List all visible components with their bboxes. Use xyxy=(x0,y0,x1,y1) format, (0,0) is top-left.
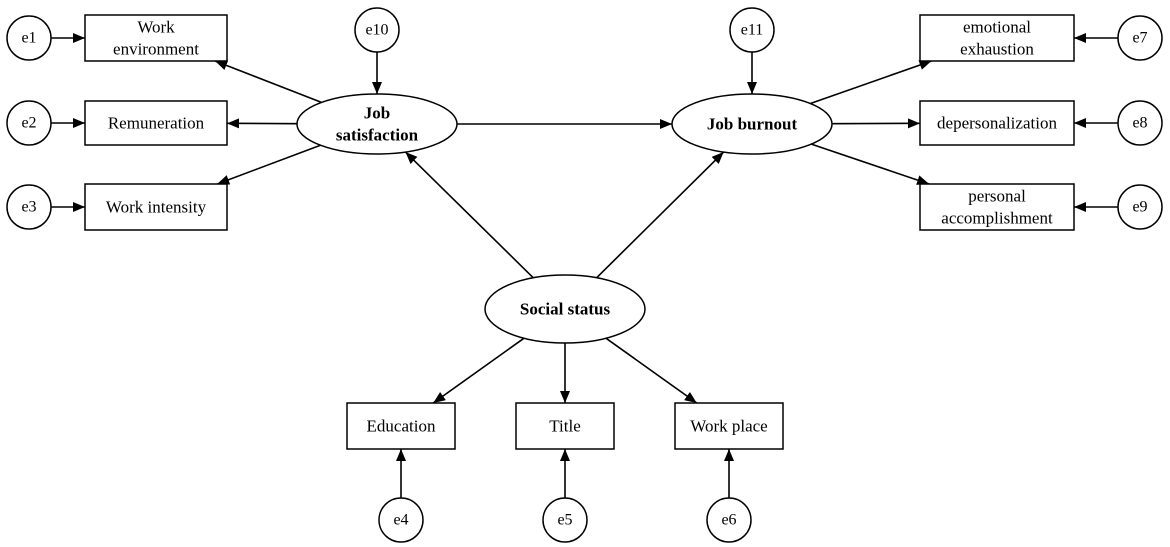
path-arrow-social-status-to-job-satisfaction xyxy=(404,151,534,279)
education-label: Education xyxy=(367,417,436,436)
e4-label: e4 xyxy=(393,512,408,529)
paths-layer xyxy=(51,33,1118,498)
work-environment-label-line-2: environment xyxy=(113,40,199,59)
error-term-e1: e1 xyxy=(6,15,52,61)
title-shape xyxy=(515,402,615,450)
path-arrow-job-burnout-to-personal-accomplishment xyxy=(811,143,930,185)
e5-label: e5 xyxy=(557,512,572,529)
e10-shape xyxy=(354,7,400,53)
job-burnout-label: Job burnout xyxy=(707,115,798,134)
e6-label: e6 xyxy=(721,512,736,529)
latent-variable-job-burnout: Job burnout xyxy=(671,93,833,155)
observed-variable-title: Title xyxy=(515,402,615,450)
social-status-shape xyxy=(484,274,646,344)
observed-variable-work-environment: Work environment xyxy=(84,14,228,62)
path-arrow-job-burnout-to-emotional-exhaustion xyxy=(810,60,932,105)
observed-variable-remuneration: Remuneration xyxy=(84,100,228,146)
e9-shape xyxy=(1117,184,1163,230)
error-term-e3: e3 xyxy=(6,184,52,230)
latent-variable-job-satisfaction: Job satisfaction xyxy=(296,93,458,155)
e11-shape xyxy=(729,7,775,53)
e7-label: e7 xyxy=(1132,30,1147,47)
e8-label: e8 xyxy=(1132,115,1147,132)
personal-accomplishment-label-line-1: personal xyxy=(968,187,1026,206)
error-term-e10: e10 xyxy=(354,7,400,53)
path-arrow-social-status-to-work-place xyxy=(605,337,698,404)
e7-shape xyxy=(1117,15,1163,61)
remuneration-shape xyxy=(84,100,228,146)
observed-variable-work-place: Work place xyxy=(674,402,784,450)
emotional-exhaustion-label-line-1: emotional xyxy=(963,18,1031,37)
personal-accomplishment-label-line-2: accomplishment xyxy=(941,209,1053,228)
education-shape xyxy=(346,402,456,450)
work-environment-shape xyxy=(84,14,228,62)
path-arrow-job-satisfaction-to-work-intensity xyxy=(216,144,321,185)
error-term-e5: e5 xyxy=(542,497,588,543)
e2-label: e2 xyxy=(21,115,36,132)
error-term-e7: e7 xyxy=(1117,15,1163,61)
social-status-label: Social status xyxy=(520,300,611,319)
observed-variable-personal-accomplishment: personal accomplishment xyxy=(919,183,1075,231)
observed-variable-emotional-exhaustion: emotional exhaustion xyxy=(919,14,1075,62)
depersonalization-label: depersonalization xyxy=(937,114,1057,133)
observed-variable-depersonalization: depersonalization xyxy=(919,100,1075,146)
e5-shape xyxy=(542,497,588,543)
remuneration-label: Remuneration xyxy=(108,114,205,133)
latent-variable-social-status: Social status xyxy=(484,274,646,344)
observed-variable-education: Education xyxy=(346,402,456,450)
e9-label: e9 xyxy=(1132,199,1147,216)
job-burnout-shape xyxy=(671,93,833,155)
e11-label: e11 xyxy=(741,22,764,39)
error-term-e8: e8 xyxy=(1117,100,1163,146)
error-term-e9: e9 xyxy=(1117,184,1163,230)
observed-variable-work-intensity: Work intensity xyxy=(84,183,228,231)
path-arrow-job-satisfaction-to-work-environment xyxy=(214,60,322,104)
e4-shape xyxy=(378,497,424,543)
personal-accomplishment-shape xyxy=(919,183,1075,231)
error-term-e4: e4 xyxy=(378,497,424,543)
job-satisfaction-shape xyxy=(296,93,458,155)
e3-label: e3 xyxy=(21,199,36,216)
depersonalization-shape xyxy=(919,100,1075,146)
work-environment-label-line-1: Work xyxy=(137,18,175,37)
emotional-exhaustion-shape xyxy=(919,14,1075,62)
title-label: Title xyxy=(549,417,581,436)
e2-shape xyxy=(6,100,52,146)
path-arrow-social-status-to-job-burnout xyxy=(596,151,725,279)
work-intensity-shape xyxy=(84,183,228,231)
e8-shape xyxy=(1117,100,1163,146)
error-term-e2: e2 xyxy=(6,100,52,146)
error-term-e11: e11 xyxy=(729,7,775,53)
path-arrow-social-status-to-education xyxy=(432,337,525,404)
work-place-shape xyxy=(674,402,784,450)
emotional-exhaustion-label-line-2: exhaustion xyxy=(960,40,1034,59)
e10-label: e10 xyxy=(365,22,388,39)
work-place-label: Work place xyxy=(690,417,767,436)
job-satisfaction-label-line-2: satisfaction xyxy=(336,126,419,145)
job-satisfaction-label-line-1: Job xyxy=(364,104,390,123)
e1-shape xyxy=(6,15,52,61)
e6-shape xyxy=(706,497,752,543)
error-term-e6: e6 xyxy=(706,497,752,543)
work-intensity-label: Work intensity xyxy=(106,198,207,217)
e1-label: e1 xyxy=(21,30,36,47)
e3-shape xyxy=(6,184,52,230)
